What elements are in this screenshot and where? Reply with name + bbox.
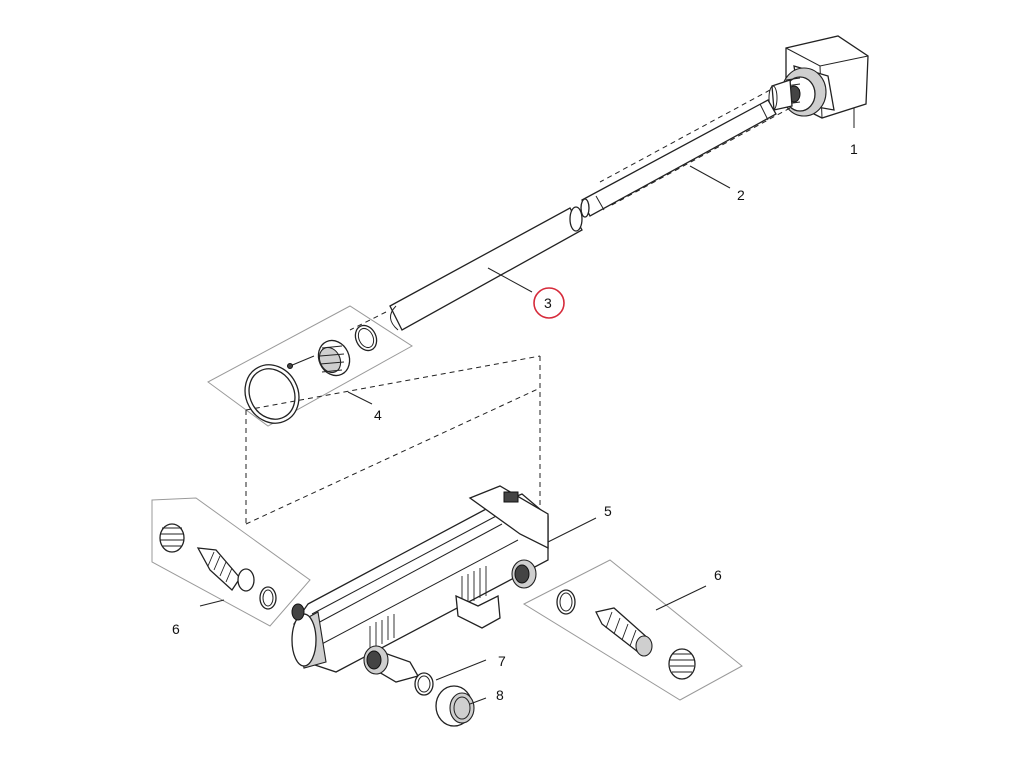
callout-1: 1 xyxy=(850,141,858,157)
part-5-housing xyxy=(291,485,549,683)
callout-3-highlight-ring xyxy=(533,287,565,319)
part-8-cap-nut xyxy=(435,685,475,727)
callout-6-right: 6 xyxy=(714,567,722,583)
callout-2: 2 xyxy=(737,187,745,203)
part-3-quartz-tube xyxy=(389,206,583,331)
part-1-lamp-head xyxy=(768,35,869,119)
part-6-left-group xyxy=(151,497,311,627)
leader-lines xyxy=(199,108,855,705)
part-2-uvc-bulb xyxy=(580,99,777,218)
part-7-o-ring xyxy=(414,672,434,696)
part-6-right-group xyxy=(522,559,743,701)
part-4-group xyxy=(207,305,413,427)
callout-5: 5 xyxy=(604,503,612,519)
callout-7: 7 xyxy=(498,653,506,669)
dashed-link-4-to-5 xyxy=(245,355,541,525)
callout-8: 8 xyxy=(496,687,504,703)
callout-3: 3 xyxy=(544,295,552,311)
callout-6-left: 6 xyxy=(172,621,180,637)
callout-4: 4 xyxy=(374,407,382,423)
dashed-assembly-axis xyxy=(349,89,791,331)
